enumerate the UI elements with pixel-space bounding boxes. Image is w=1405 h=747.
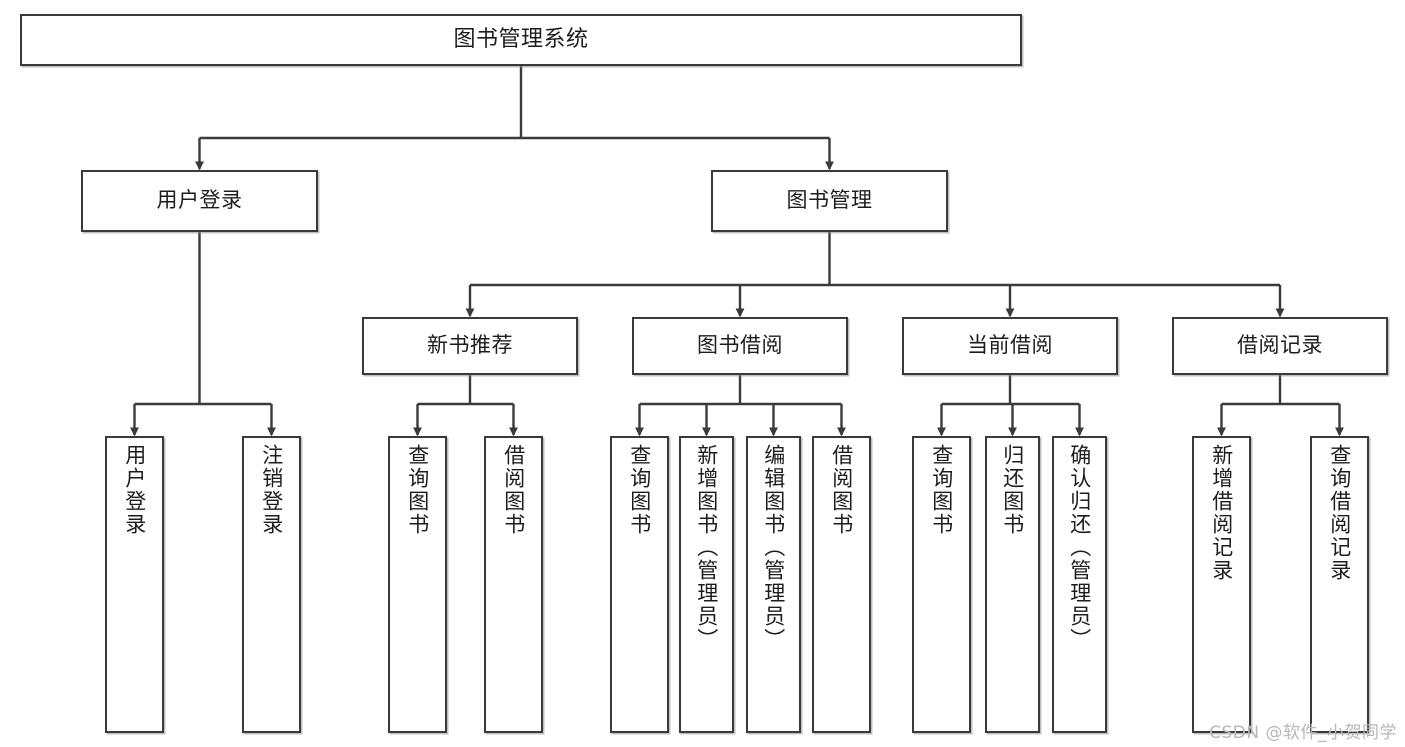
node-label-records: 借阅记录: [1237, 333, 1323, 358]
node-label-f-query1: 查询图书: [405, 444, 430, 536]
node-f-addrec[interactable]: 新增借阅记录: [1192, 436, 1251, 733]
node-label-root: 图书管理系统: [453, 26, 589, 52]
node-label-current: 当前借阅: [967, 333, 1053, 358]
node-label-borrow: 图书借阅: [697, 333, 783, 358]
node-borrow[interactable]: 图书借阅: [632, 317, 848, 375]
connector-group: [130, 66, 1344, 437]
node-root[interactable]: 图书管理系统: [20, 14, 1022, 66]
node-label-f-logout: 注销登录: [259, 444, 284, 536]
node-label-f-login: 用户登录: [122, 444, 147, 536]
node-f-login[interactable]: 用户登录: [105, 436, 164, 733]
node-f-logout[interactable]: 注销登录: [242, 436, 301, 733]
node-login[interactable]: 用户登录: [81, 170, 318, 232]
node-label-f-borrow1: 借阅图书: [501, 444, 526, 536]
node-f-borrow2[interactable]: 借阅图书: [812, 436, 871, 733]
node-label-f-query3: 查询图书: [929, 444, 954, 536]
node-f-edit[interactable]: 编辑图书（管理员）: [746, 436, 801, 733]
node-label-f-addrec: 新增借阅记录: [1209, 444, 1234, 582]
node-f-queryrec[interactable]: 查询借阅记录: [1310, 436, 1369, 733]
node-label-f-queryrec: 查询借阅记录: [1327, 444, 1352, 582]
node-newbook[interactable]: 新书推荐: [362, 317, 578, 375]
node-current[interactable]: 当前借阅: [902, 317, 1118, 375]
node-f-query1[interactable]: 查询图书: [388, 436, 447, 733]
node-label-f-query2: 查询图书: [627, 444, 652, 536]
node-f-add[interactable]: 新增图书（管理员）: [679, 436, 734, 733]
watermark: CSDN @软件_小贺同学: [1209, 723, 1397, 743]
node-label-newbook: 新书推荐: [427, 333, 513, 358]
node-f-borrow1[interactable]: 借阅图书: [484, 436, 543, 733]
node-f-return[interactable]: 归还图书: [985, 436, 1040, 733]
node-label-f-add: 新增图书（管理员）: [694, 444, 719, 651]
node-label-f-confirm: 确认归还（管理员）: [1067, 444, 1092, 651]
node-label-login: 用户登录: [156, 188, 243, 213]
node-records[interactable]: 借阅记录: [1172, 317, 1388, 375]
node-f-confirm[interactable]: 确认归还（管理员）: [1052, 436, 1107, 733]
node-label-bookmgmt: 图书管理: [786, 188, 873, 213]
node-f-query2[interactable]: 查询图书: [610, 436, 669, 733]
node-bookmgmt[interactable]: 图书管理: [711, 170, 948, 232]
node-label-f-borrow2: 借阅图书: [829, 444, 854, 536]
node-label-f-return: 归还图书: [1000, 444, 1025, 536]
node-label-f-edit: 编辑图书（管理员）: [761, 444, 786, 651]
node-f-query3[interactable]: 查询图书: [912, 436, 971, 733]
